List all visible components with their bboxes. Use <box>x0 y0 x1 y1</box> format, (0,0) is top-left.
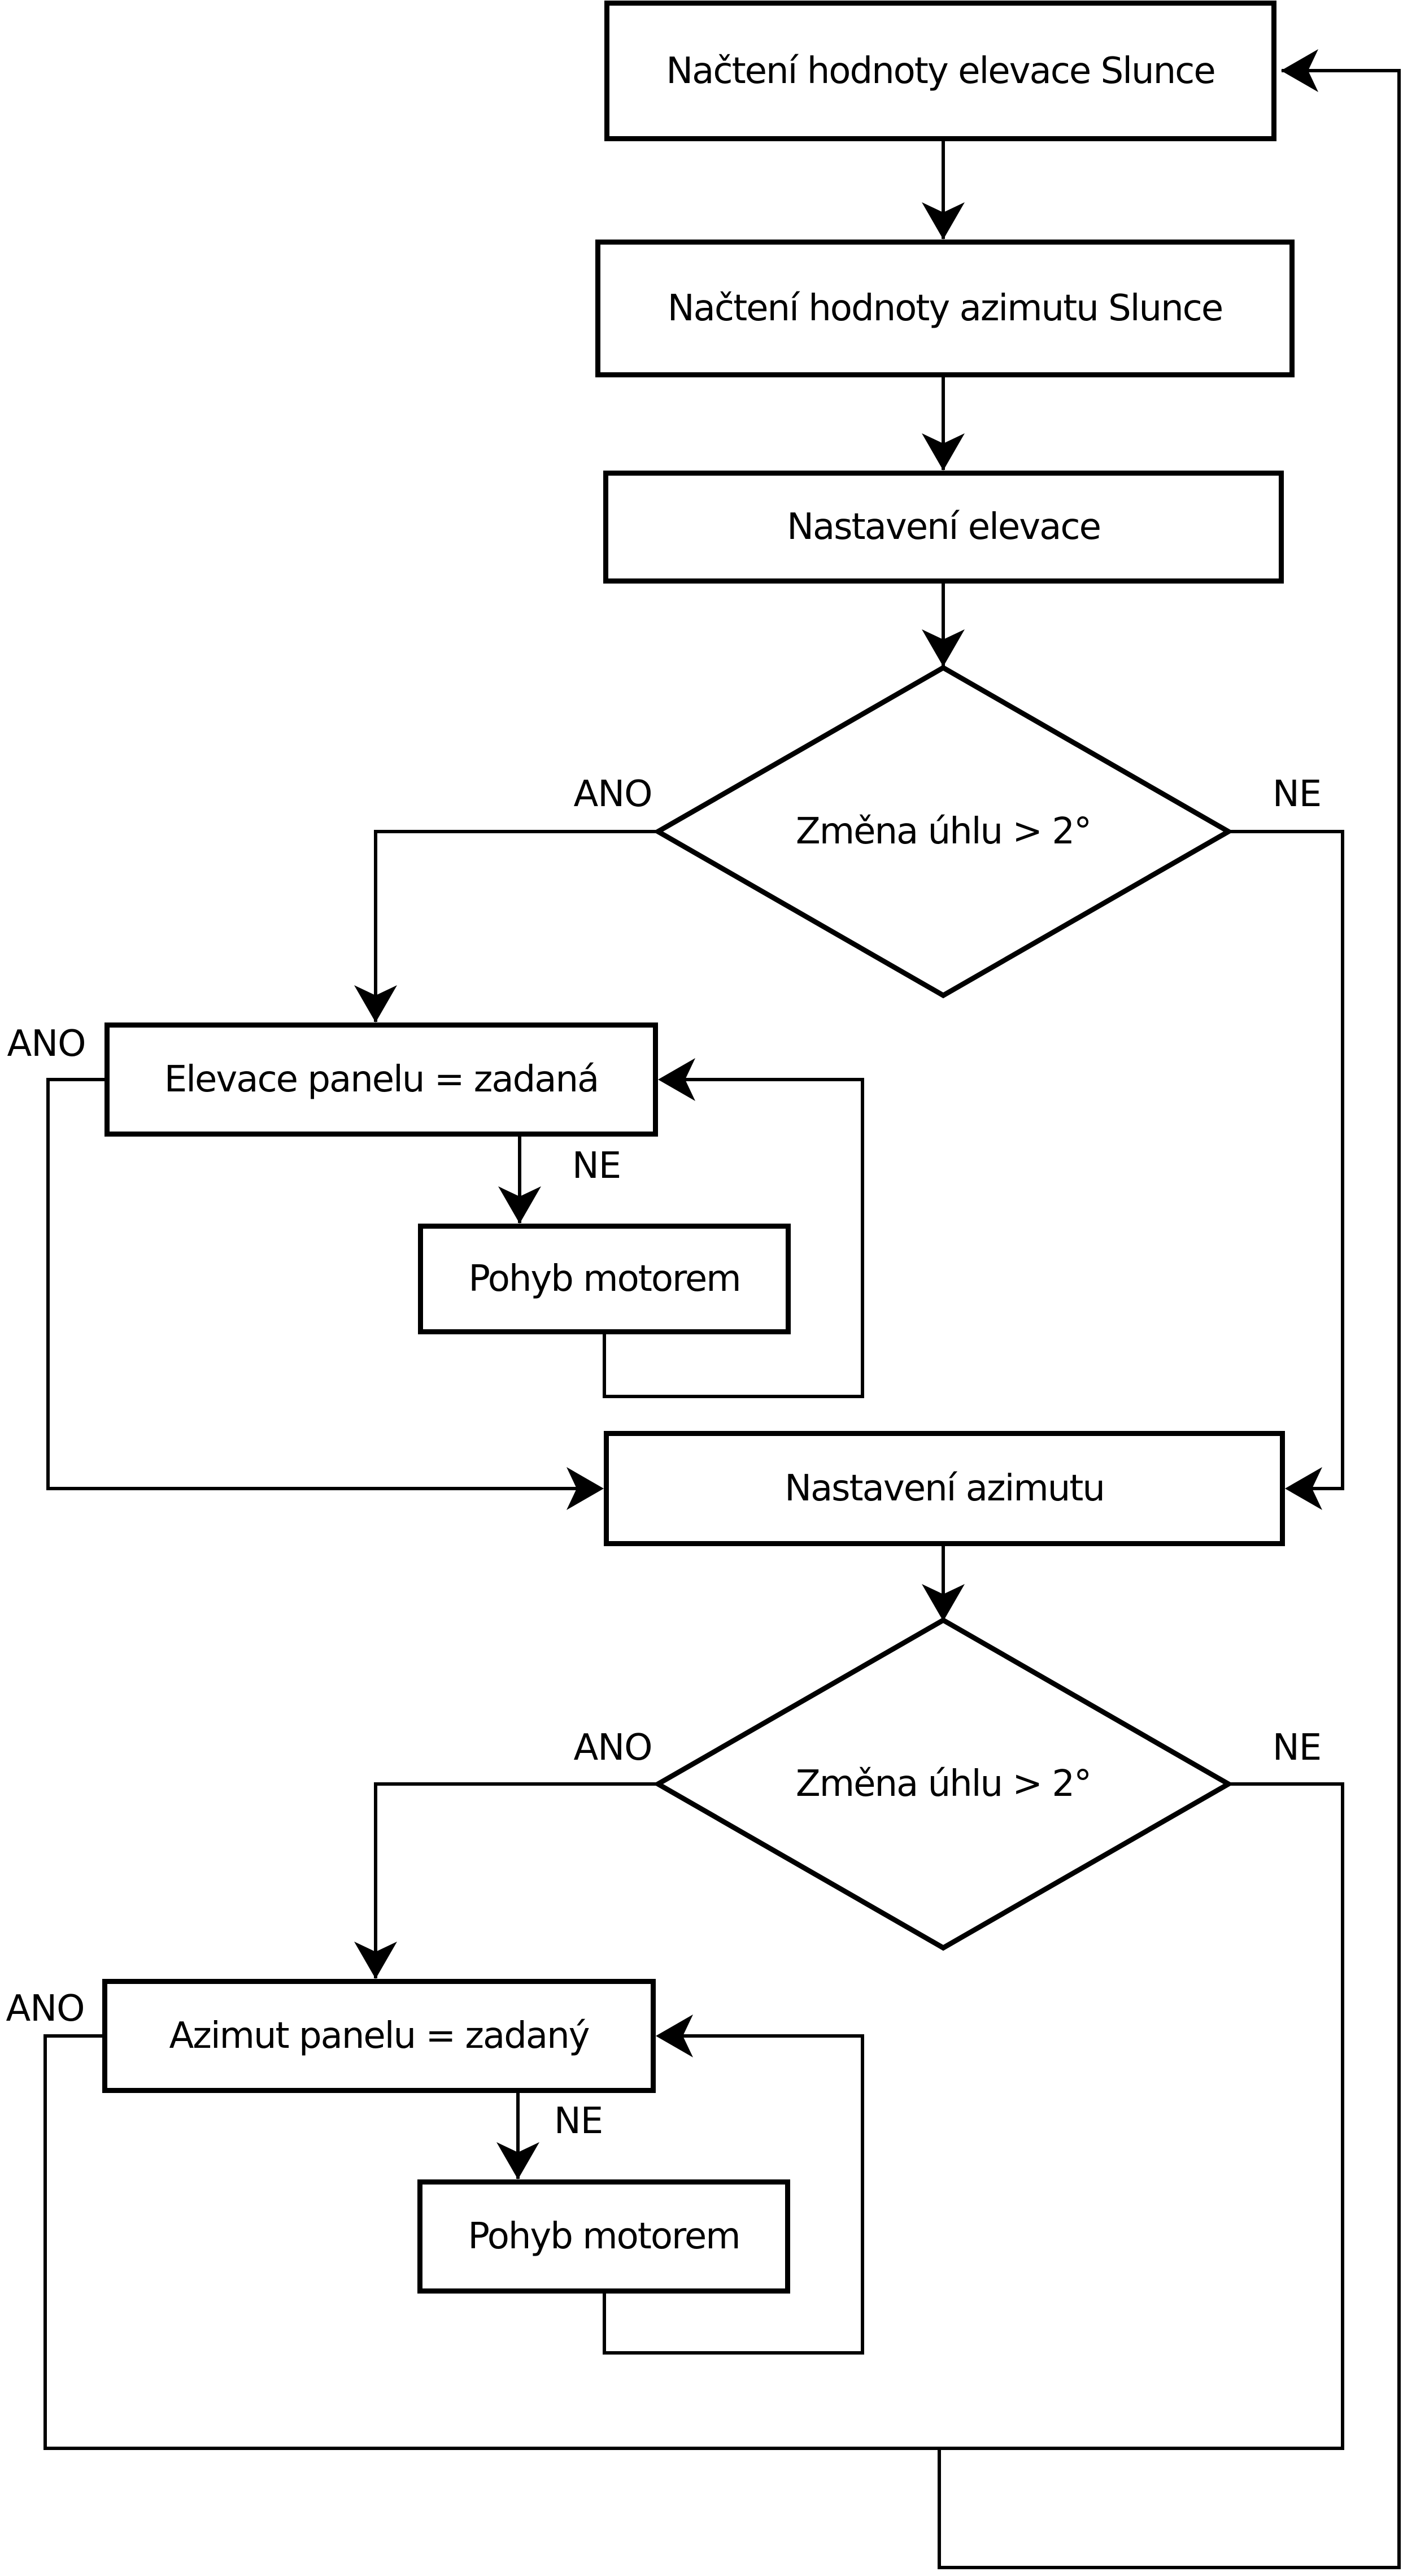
edge-label-elevation-equal-no: NE <box>572 1145 621 1187</box>
arrowhead <box>496 2142 539 2179</box>
process-box-elevation-equal: Elevace panelu = zadaná <box>104 1022 658 1137</box>
edge-label-decision-azimuth-yes: ANO <box>573 1727 652 1769</box>
edge-decision-elevation-yes <box>374 830 660 1022</box>
arrowhead <box>922 202 965 240</box>
process-box-load-elevation: Načtení hodnoty elevace Slunce <box>604 1 1276 141</box>
edge-label-decision-elevation-yes: ANO <box>573 773 652 815</box>
arrowheads <box>354 49 1322 2179</box>
arrowhead <box>1285 1467 1322 1510</box>
edge-decision-azimuth-yes <box>374 1782 660 1978</box>
decision-shapes <box>652 664 1234 1951</box>
edge-decision-elevation-no <box>1227 830 1344 1490</box>
process-box-azimuth-equal: Azimut panelu = zadaný <box>102 1979 656 2093</box>
decision-diamond-elevation <box>652 664 1234 999</box>
arrowhead <box>354 985 397 1022</box>
arrowhead <box>1281 49 1318 92</box>
process-box-load-azimuth: Načtení hodnoty azimutu Slunce <box>595 240 1295 377</box>
process-box-set-elevation: Nastavení elevace <box>603 471 1284 584</box>
edge-label-elevation-equal-yes: ANO <box>7 1023 86 1065</box>
edge-label-decision-elevation-no: NE <box>1272 773 1322 815</box>
process-box-set-azimuth: Nastavení azimutu <box>604 1431 1285 1546</box>
arrowhead <box>567 1467 604 1510</box>
edge-label-decision-azimuth-no: NE <box>1272 1727 1322 1769</box>
arrowhead <box>498 1186 541 1224</box>
edge-label-azimuth-equal-no: NE <box>554 2100 603 2142</box>
edge-feedback-riser <box>1282 69 1401 2569</box>
process-box-motor-azimuth: Pohyb motorem <box>417 2179 790 2294</box>
edge-motor-azimuth-loop <box>603 2034 864 2355</box>
process-box-motor-elevation: Pohyb motorem <box>418 1224 791 1334</box>
connector-lines <box>43 69 1401 2569</box>
edge-azimuth-equal-yes <box>43 2034 104 2450</box>
decision-diamond-azimuth <box>652 1617 1234 1951</box>
arrowhead <box>354 1942 397 1979</box>
edge-motor-elevation-loop <box>603 1078 864 1398</box>
edge-elevation-equal-yes <box>46 1078 600 1490</box>
arrowhead <box>922 629 965 667</box>
arrowhead <box>656 2014 693 2057</box>
decision-label-elevation: Změna úhlu > 2° <box>795 811 1092 852</box>
edge-label-azimuth-equal-yes: ANO <box>6 1988 85 2030</box>
edge-decision-azimuth-no <box>1227 1782 1344 2450</box>
decision-label-azimuth: Změna úhlu > 2° <box>795 1763 1092 1805</box>
arrowhead <box>922 433 965 471</box>
arrowhead <box>922 1584 965 1621</box>
arrowhead <box>658 1058 695 1101</box>
